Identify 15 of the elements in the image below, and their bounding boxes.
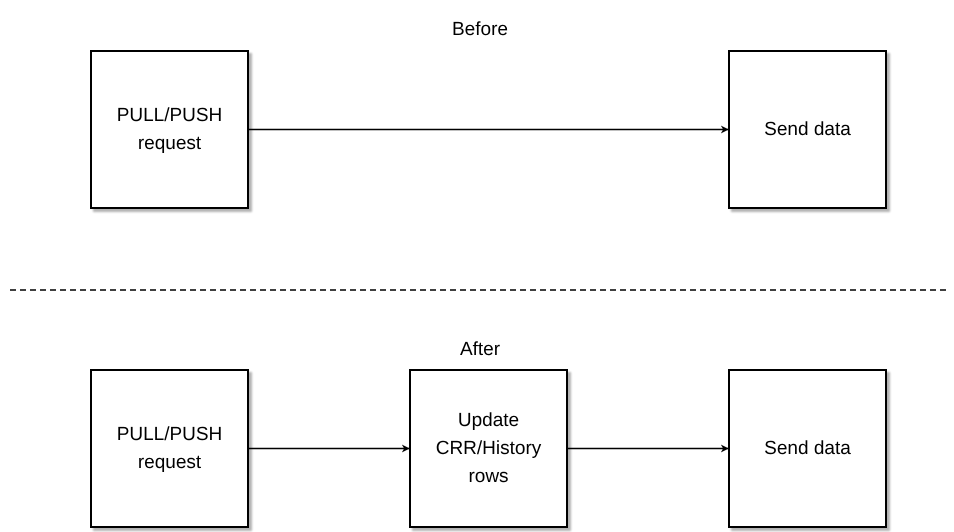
process-box bbox=[90, 369, 249, 528]
box-label: Update CRR/History rows bbox=[434, 408, 542, 488]
arrow bbox=[568, 444, 729, 452]
box-label: Send data bbox=[764, 118, 851, 142]
arrow bbox=[249, 126, 729, 134]
box-label: PULL/PUSH request bbox=[116, 104, 224, 156]
process-box bbox=[409, 369, 568, 528]
process-box bbox=[728, 369, 887, 528]
box-label: PULL/PUSH request bbox=[116, 422, 224, 474]
process-box bbox=[90, 50, 249, 209]
section-heading: Before bbox=[452, 18, 508, 42]
box-label: Send data bbox=[764, 436, 851, 460]
process-box bbox=[728, 50, 887, 209]
section-heading: After bbox=[460, 338, 500, 362]
arrow bbox=[249, 444, 410, 452]
